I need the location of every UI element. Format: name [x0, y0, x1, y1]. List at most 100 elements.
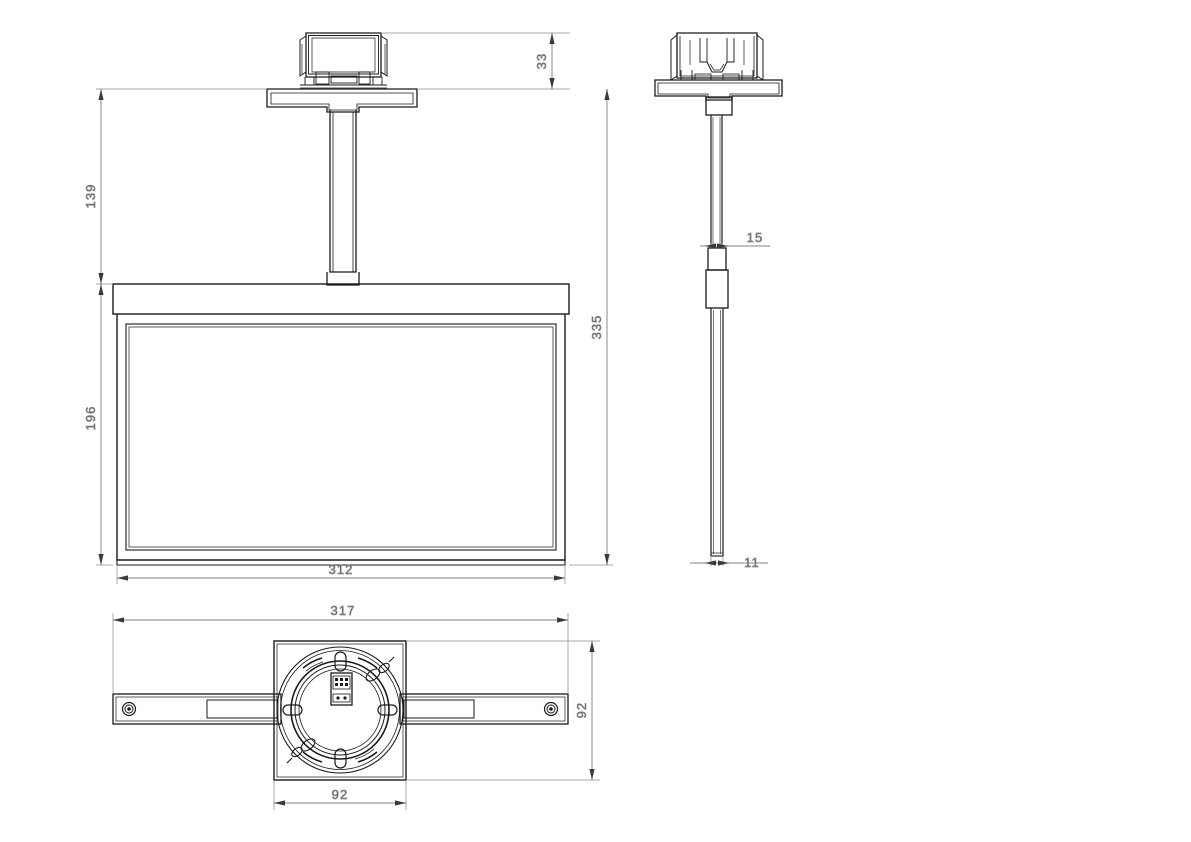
plan-terminal-block	[330, 672, 353, 706]
rose-arc-tl	[302, 657, 323, 669]
rose-clip-bl-tick	[286, 757, 293, 764]
sign-bottom-edge	[116, 560, 566, 566]
rose-clip-tr-tick	[388, 656, 395, 663]
rose-mid-ring	[290, 660, 390, 760]
dim-label-33: 33	[534, 53, 549, 70]
view-side-elevation	[654, 32, 783, 557]
plan-right-arm-slot	[403, 699, 475, 719]
dimension-335: 335	[569, 89, 613, 566]
side-ceiling-rose-assembly	[670, 32, 764, 81]
dimension-196: 196	[83, 284, 113, 566]
dimension-15: 15	[700, 230, 770, 249]
dim-label-92-vertical: 92	[574, 702, 589, 719]
rose-arc-bl	[302, 751, 323, 763]
rose-arc-br	[357, 751, 378, 763]
rose-body-inner	[308, 35, 379, 75]
dimension-33: 33	[381, 32, 570, 90]
plan-left-arm-inner	[115, 696, 279, 722]
plan-right-screw-mid	[546, 704, 556, 714]
rose-slot-top	[334, 651, 347, 672]
rose-clip-bl-a	[300, 738, 316, 752]
dim-label-196: 196	[83, 406, 98, 431]
rose-arc-tl-2	[305, 661, 324, 672]
plan-left-arm	[112, 693, 282, 725]
rose-left-wing	[299, 35, 307, 77]
plan-square-plate-outline	[273, 640, 407, 781]
canopy-plate-outline	[266, 88, 418, 113]
dim-label-312: 312	[329, 562, 354, 577]
side-rose-inner	[679, 36, 755, 77]
dimension-layer: 33 139 196 335	[83, 32, 770, 810]
dimension-92-horizontal: 92	[273, 780, 407, 810]
rose-clip-bl-b	[291, 746, 303, 758]
terminal-screw-a	[336, 696, 340, 700]
side-stem-collar-top	[705, 96, 733, 116]
side-rose-post-right	[726, 38, 735, 63]
plan-right-arm-outline	[399, 693, 569, 725]
side-rose-right-wing	[756, 33, 764, 81]
dim-label-317: 317	[331, 603, 356, 618]
side-rose-post-left	[699, 38, 708, 63]
rose-clip-tr-b	[378, 662, 390, 674]
rose-slot-bottom	[334, 748, 347, 769]
front-sign-panel	[112, 283, 570, 566]
front-drop-stem	[326, 110, 360, 286]
rose-arc-tr	[357, 657, 378, 669]
dim-label-335: 335	[589, 315, 604, 340]
view-front-elevation	[112, 32, 570, 566]
terminal-block-top-cell	[332, 675, 351, 690]
rose-arc-br-2	[354, 748, 375, 760]
rose-right-wing	[380, 35, 388, 77]
plan-right-screw-outer	[543, 701, 559, 717]
rose-arc-cutouts	[302, 657, 378, 763]
side-stem-run	[710, 115, 723, 248]
canopy-plate-inner	[270, 92, 414, 111]
rose-terminal-right	[358, 71, 371, 85]
side-rose-v-yoke	[706, 61, 728, 73]
rose-slot-right	[377, 704, 398, 716]
rose-inner-ring	[294, 664, 386, 756]
rose-clip-details	[286, 656, 395, 764]
plan-left-screw-core	[127, 707, 131, 711]
terminal-block-pins	[335, 678, 348, 686]
stem-outline	[329, 110, 357, 273]
plan-right-screw-core	[549, 707, 553, 711]
dim-label-15: 15	[747, 230, 764, 245]
plan-left-screw-mid	[124, 704, 134, 714]
rose-clip-tr-a	[365, 668, 381, 682]
plan-right-arm	[399, 693, 569, 725]
side-canopy-inner	[657, 82, 780, 99]
sign-diffuser-frame	[125, 323, 557, 551]
plan-left-arm-outline	[112, 693, 282, 725]
side-rose-v-yoke-inner	[709, 63, 725, 71]
dimension-11: 11	[690, 555, 768, 570]
dim-label-92-horizontal: 92	[332, 787, 349, 802]
rose-terminal-center	[330, 75, 358, 84]
rose-body-core	[311, 37, 376, 73]
sign-header-band	[112, 283, 570, 315]
dimension-92-vertical: 92	[406, 640, 600, 781]
plan-circular-rose	[276, 646, 404, 774]
terminal-block-outline	[330, 672, 353, 706]
stem-foot-collar	[326, 272, 360, 286]
rose-keyhole-slots	[282, 651, 398, 769]
side-stem-upper	[705, 96, 733, 116]
dimension-317: 317	[112, 603, 569, 694]
rose-bore-circle	[298, 668, 382, 752]
rose-terminal-left	[315, 71, 330, 85]
terminal-screw-b	[343, 696, 347, 700]
rose-outer-circle	[276, 646, 404, 774]
side-sign-panel-edge	[710, 308, 724, 557]
dimension-312: 312	[116, 562, 566, 584]
side-joint-block-lower	[705, 269, 729, 309]
front-canopy-plate	[266, 88, 418, 113]
rose-outer-circle-2	[280, 650, 400, 770]
sign-diffuser-inner	[128, 326, 554, 548]
sign-body-outline	[116, 314, 566, 561]
view-plan	[112, 640, 569, 781]
dim-label-11: 11	[744, 555, 760, 570]
rose-slot-left	[282, 704, 303, 716]
